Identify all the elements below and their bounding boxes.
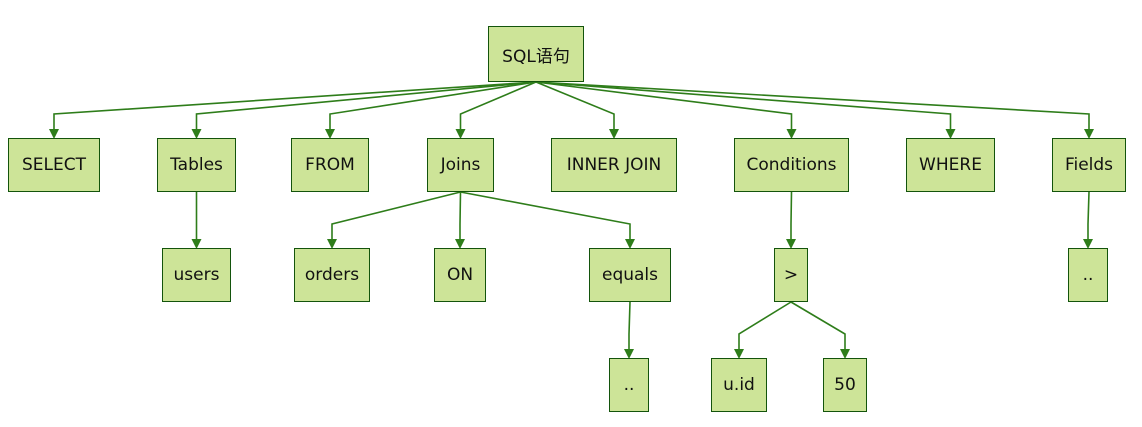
edge-joins-orders: [327, 191, 461, 249]
edge-root-select: [49, 81, 537, 139]
edge-root-joins: [455, 81, 537, 139]
edge-fields-fieldsdots: [1083, 191, 1093, 249]
node-select: SELECT: [8, 138, 100, 192]
node-on: ON: [434, 248, 486, 302]
edge-joins-on: [455, 191, 465, 249]
edge-conditions-gt: [786, 191, 796, 249]
edge-root-fields: [535, 81, 1094, 139]
edge-gt-fifty: [790, 301, 850, 359]
node-from: FROM: [291, 138, 369, 192]
node-joins: Joins: [427, 138, 494, 192]
edge-root-where: [535, 81, 956, 139]
edge-gt-uid: [734, 301, 792, 359]
node-where: WHERE: [906, 138, 995, 192]
node-fifty: 50: [823, 358, 867, 412]
node-greater-than: >: [774, 248, 808, 302]
edge-root-innerjoin: [535, 81, 619, 139]
node-root: SQL语句: [488, 26, 584, 82]
node-fields: Fields: [1052, 138, 1126, 192]
node-conditions: Conditions: [734, 138, 849, 192]
edge-root-conditions: [535, 81, 797, 139]
edge-root-tables: [191, 81, 537, 139]
edge-joins-equals: [460, 191, 635, 249]
edge-equals-equalsdots: [624, 301, 634, 359]
node-tables: Tables: [157, 138, 236, 192]
node-u-id: u.id: [711, 358, 767, 412]
node-users: users: [162, 248, 231, 302]
node-equals-ellipsis: ..: [609, 358, 649, 412]
edge-root-from: [325, 81, 537, 139]
node-orders: orders: [294, 248, 370, 302]
node-inner-join: INNER JOIN: [551, 138, 677, 192]
node-fields-ellipsis: ..: [1068, 248, 1108, 302]
node-equals: equals: [589, 248, 671, 302]
